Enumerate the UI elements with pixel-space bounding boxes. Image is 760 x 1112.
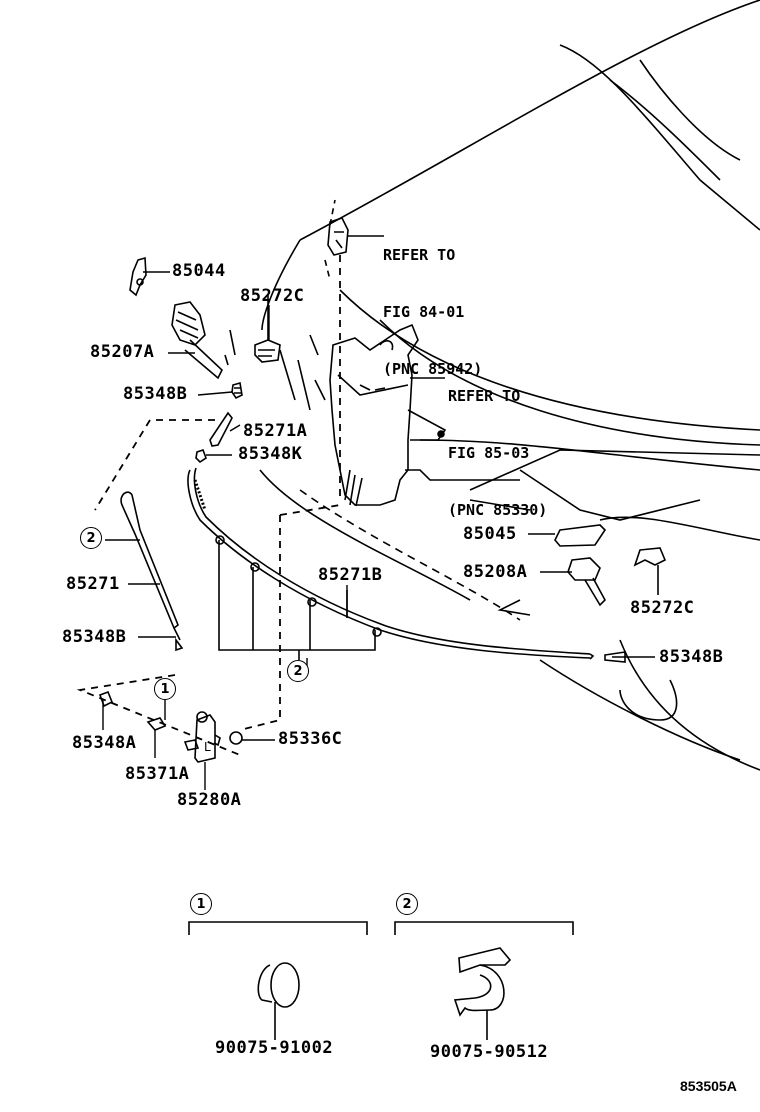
part-label-85208A[interactable]: 85208A: [463, 562, 528, 582]
part-label-85348B-left[interactable]: 85348B: [62, 627, 127, 647]
legend-part-90075-91002[interactable]: 90075-91002: [215, 1038, 334, 1058]
legend-callout-1: 1: [190, 893, 212, 915]
part-label-85044[interactable]: 85044: [172, 261, 226, 281]
callout-2-hose[interactable]: 2: [80, 527, 102, 549]
part-label-85280A[interactable]: 85280A: [177, 790, 242, 810]
part-85271B-shape: [187, 467, 595, 660]
callout-2-bracket[interactable]: 2: [287, 660, 309, 682]
motor-side-mark: L: [204, 740, 211, 754]
legend-callout-2: 2: [396, 893, 418, 915]
part-label-85207A[interactable]: 85207A: [90, 342, 155, 362]
part-85271-shape: [120, 491, 184, 652]
part-85271A-shape: [209, 411, 233, 447]
clip-90075-90512-shape: [453, 947, 512, 1040]
part-85207A-shape: [171, 301, 223, 380]
washer-tank: [329, 323, 520, 507]
part-label-85336C[interactable]: 85336C: [278, 729, 343, 749]
reference-line: (PNC 85330): [448, 501, 548, 519]
part-label-85348B-upper[interactable]: 85348B: [123, 384, 188, 404]
reference-line: REFER TO: [448, 387, 521, 405]
clip-90075-91002-shape: [257, 962, 300, 1040]
part-label-85045[interactable]: 85045: [463, 524, 517, 544]
reference-line: REFER TO: [383, 246, 456, 264]
part-85044-shape: [129, 256, 147, 297]
nozzle-cover-bracket: [327, 217, 349, 256]
legend-part-90075-90512[interactable]: 90075-90512: [430, 1042, 549, 1062]
label-leader-lines: [102, 235, 655, 790]
part-85348K-shape: [195, 448, 207, 464]
reference-line: FIG 84-01: [383, 303, 465, 321]
part-label-85271B[interactable]: 85271B: [318, 565, 383, 585]
part-label-85348A[interactable]: 85348A: [72, 733, 137, 753]
part-85045-shape: [554, 524, 607, 547]
reference-line: FIG 85-03: [448, 444, 530, 462]
reference-note-fig-84-01: REFER TO FIG 84-01 (PNC 85942): [383, 208, 482, 398]
part-label-85348K[interactable]: 85348K: [238, 444, 303, 464]
part-label-85271A[interactable]: 85271A: [243, 421, 308, 441]
legend-brackets: [188, 921, 574, 935]
part-label-85271[interactable]: 85271: [66, 574, 120, 594]
part-label-85348B-right[interactable]: 85348B: [659, 647, 724, 667]
reference-line: (PNC 85942): [383, 360, 483, 378]
reference-note-fig-85-03: REFER TO FIG 85-03 (PNC 85330): [448, 349, 547, 539]
illustration-code: 853505A: [680, 1078, 737, 1094]
part-85272C-right-shape: [633, 547, 667, 595]
part-label-85272C-right[interactable]: 85272C: [630, 598, 695, 618]
callout-1-connector[interactable]: 1: [154, 678, 176, 700]
part-85348B-right-shape: [604, 651, 626, 663]
part-85348B-upper-shape: [231, 381, 243, 400]
washer-pump-assembly: [98, 690, 243, 763]
clip-bracket-85271B: [215, 535, 382, 660]
vehicle-body-outline: [259, 0, 760, 771]
clamp-upper: [224, 295, 326, 411]
part-label-85371A[interactable]: 85371A: [125, 764, 190, 784]
part-label-85272C-upper[interactable]: 85272C: [240, 286, 305, 306]
part-85208A-shape: [567, 557, 606, 607]
